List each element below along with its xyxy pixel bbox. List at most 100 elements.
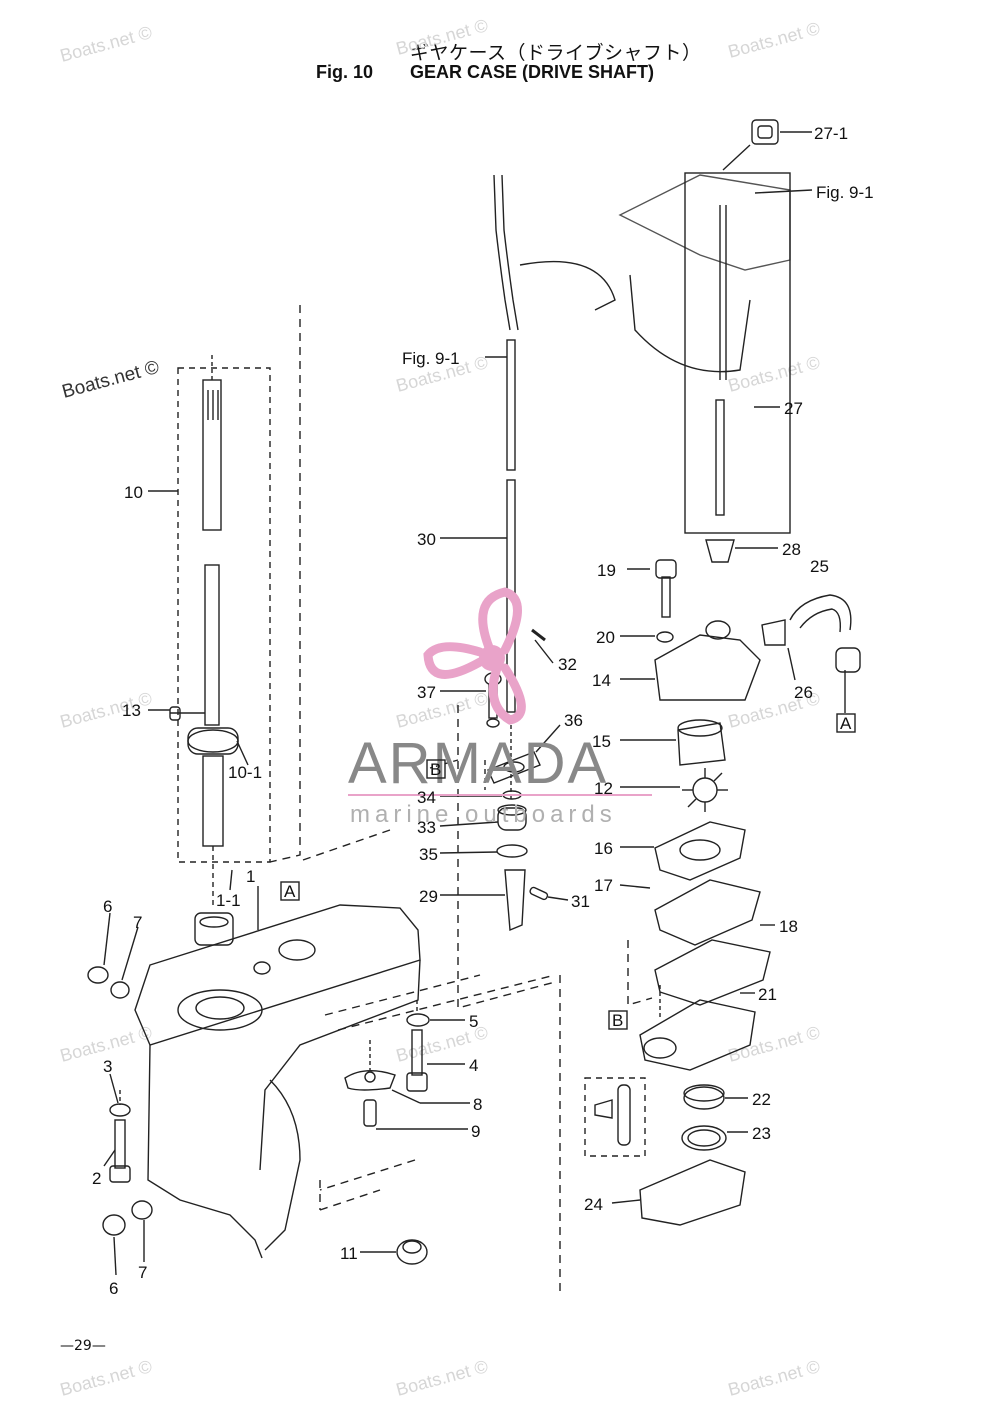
bracket-8 xyxy=(344,1070,396,1091)
nut-6-top xyxy=(87,966,109,984)
grommet-28 xyxy=(705,539,735,563)
washer-7-bottom xyxy=(131,1200,153,1220)
gear-case-top-flange xyxy=(134,904,421,1046)
callout-12: 12 xyxy=(594,779,613,798)
callout-14: 14 xyxy=(592,671,611,690)
gasket-18 xyxy=(654,939,771,1006)
callout-25: 25 xyxy=(810,557,829,576)
marker-a-right-label: A xyxy=(840,714,852,733)
callout-18: 18 xyxy=(779,917,798,936)
watermark: Boats.net © xyxy=(726,18,822,62)
watermark: Boats.net © xyxy=(726,1356,822,1400)
washer-3 xyxy=(109,1103,131,1117)
callout-24: 24 xyxy=(584,1195,603,1214)
page-number: —29— xyxy=(60,1338,106,1354)
marker-b-right xyxy=(608,1010,628,1030)
shaft-bearing xyxy=(187,727,239,755)
liner-15 xyxy=(677,722,726,766)
callout-21: 21 xyxy=(758,985,777,1004)
callout-31: 31 xyxy=(571,892,590,911)
watermark: Boats.net © xyxy=(394,15,490,59)
callout-10: 10 xyxy=(124,483,143,502)
callout-8: 8 xyxy=(473,1095,482,1114)
callout-27-1: 27-1 xyxy=(814,124,848,143)
callout-33: 33 xyxy=(417,818,436,837)
watermark: Boats.net © xyxy=(726,352,822,396)
washer-5 xyxy=(406,1013,430,1027)
seal-22 xyxy=(683,1086,725,1110)
watermark: Boats.net © xyxy=(394,688,490,732)
hose-25 xyxy=(789,594,852,631)
screw-9 xyxy=(363,1099,377,1127)
watermark: Boats.net © xyxy=(58,1356,154,1400)
callout-37: 37 xyxy=(417,683,436,702)
callout-17: 17 xyxy=(594,876,613,895)
pump-housing-14 xyxy=(654,634,761,701)
callout-7-top: 7 xyxy=(133,913,142,932)
marker-b-middle xyxy=(426,759,446,779)
figure-number: Fig. 10 xyxy=(316,62,374,82)
page-title-japanese: ギヤケース（ドライブシャフト） xyxy=(410,42,702,64)
callout-2: 2 xyxy=(92,1169,101,1188)
callout-6-top: 6 xyxy=(103,897,112,916)
propeller-icon xyxy=(423,587,526,725)
callout-13: 13 xyxy=(122,701,141,720)
shift-rod-middle xyxy=(506,339,516,471)
callout-34: 34 xyxy=(417,788,436,807)
callout-35: 35 xyxy=(419,845,438,864)
callout-27: 27 xyxy=(784,399,803,418)
brand-tagline: marine outboards xyxy=(350,801,617,828)
bolt-4 xyxy=(411,1029,423,1076)
grommet-27-1 xyxy=(751,119,779,145)
drive-shaft-lower xyxy=(204,564,220,726)
bolt-2 xyxy=(114,1119,126,1169)
callout-23: 23 xyxy=(752,1124,771,1143)
callout-4: 4 xyxy=(469,1056,478,1075)
callout-32: 32 xyxy=(558,655,577,674)
callout-26: 26 xyxy=(794,683,813,702)
washer-7-top xyxy=(110,981,130,999)
drive-shaft-upper xyxy=(202,379,222,531)
pinion-gear-11 xyxy=(396,1239,428,1265)
key-detail-frame xyxy=(584,1077,646,1157)
marker-b-middle-label: B xyxy=(430,760,441,779)
marker-a-right xyxy=(836,713,856,733)
shift-rod-upper xyxy=(493,174,511,331)
line-art xyxy=(87,119,861,1295)
watermark: Boats.net © xyxy=(726,1022,822,1066)
marker-b-right-label: B xyxy=(612,1011,623,1030)
o-ring-23 xyxy=(681,1125,727,1151)
watermark: Boats.net © xyxy=(60,357,162,403)
callout-30: 30 xyxy=(417,530,436,549)
callout-28: 28 xyxy=(782,540,801,559)
callout-36: 36 xyxy=(564,711,583,730)
o-ring-35 xyxy=(496,844,528,858)
joint-26 xyxy=(761,619,786,646)
armada-logo: ARMADA marine outboards xyxy=(348,587,652,828)
pin-31 xyxy=(529,886,549,901)
water-tube-frame xyxy=(684,172,791,534)
callout-labels: 27-1 27 28 25 26 19 20 14 15 12 16 17 18… xyxy=(92,124,848,1298)
callout-1-1: 1-1 xyxy=(216,891,241,910)
page-title: GEAR CASE (DRIVE SHAFT) xyxy=(410,62,655,82)
callout-20: 20 xyxy=(596,628,615,647)
water-tube-27 xyxy=(715,399,725,516)
shaft-dashed-frame xyxy=(177,367,271,863)
marker-a-left-label: A xyxy=(284,882,296,901)
plate-17 xyxy=(654,879,761,946)
watermark: Boats.net © xyxy=(58,22,154,66)
watermark: Boats.net © xyxy=(394,1356,490,1400)
brand-name: ARMADA xyxy=(348,731,608,796)
callout-10-1: 10-1 xyxy=(228,763,262,782)
callout-29: 29 xyxy=(419,887,438,906)
boxed-markers xyxy=(280,713,856,1030)
bolt-19 xyxy=(655,559,677,579)
marker-a-left xyxy=(280,881,300,901)
callout-5: 5 xyxy=(469,1012,478,1031)
washer-20 xyxy=(656,631,674,643)
ref-fig-9-1-top: Fig. 9-1 xyxy=(816,183,874,202)
callout-15: 15 xyxy=(592,732,611,751)
pin-13 xyxy=(169,706,181,721)
callout-3: 3 xyxy=(103,1057,112,1076)
